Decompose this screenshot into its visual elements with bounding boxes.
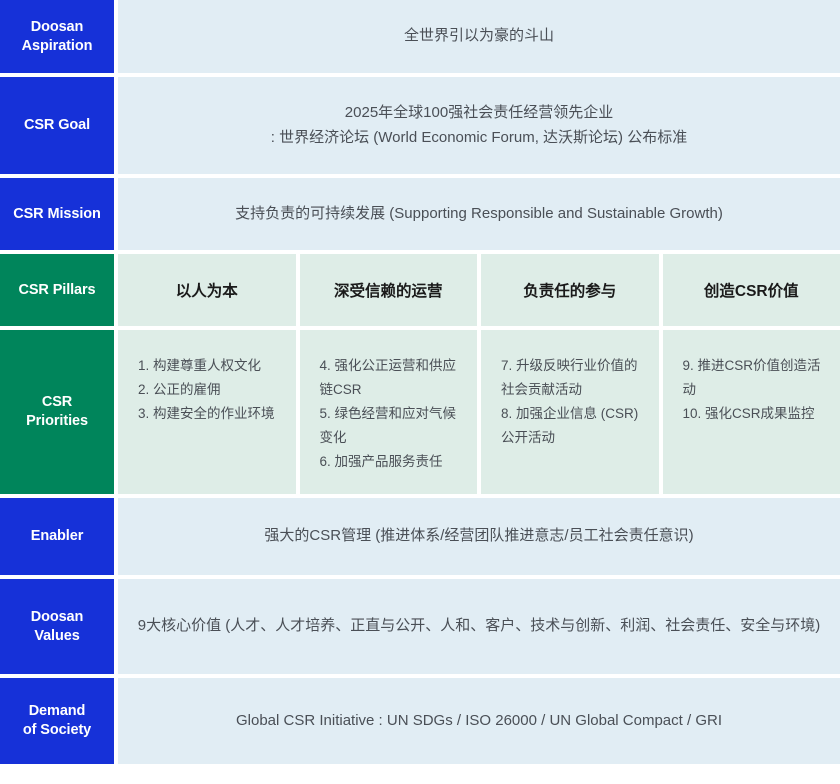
priority-column-3: 7. 升级反映行业价值的社会贡献活动 8. 加强企业信息 (CSR) 公开活动 [481,330,659,494]
priority-item: 9. 推进CSR价值创造活动 [682,358,821,398]
priority-list-4: 9. 推进CSR价值创造活动 10. 强化CSR成果监控 [683,354,823,426]
row-gutter [0,250,840,254]
column-gutter [114,254,118,326]
row-content-csr-goal: 2025年全球100强社会责任经营领先企业 : 世界经济论坛 (World Ec… [118,77,840,174]
row-csr-pillars: CSR Pillars 以人为本 深受信赖的运营 负责任的参与 创造CSR价值 [0,254,840,326]
row-doosan-values: Doosan Values 9大核心价值 (人才、人才培养、正直与公开、人和、客… [0,579,840,674]
row-label-enabler: Enabler [0,498,114,575]
pillar-column-3: 负责任的参与 [481,254,659,326]
priority-item: 7. 升级反映行业价值的社会贡献活动 [501,358,638,398]
column-gutter [658,254,663,326]
column-gutter [295,254,300,326]
column-gutter [114,678,118,764]
priority-item: 8. 加强企业信息 (CSR) 公开活动 [501,406,639,446]
column-gutter [295,330,300,494]
row-csr-mission: CSR Mission 支持负责的可持续发展 (Supporting Respo… [0,178,840,250]
priority-item: 2. 公正的雇佣 [138,382,221,398]
row-gutter [0,174,840,178]
column-gutter [477,254,481,326]
row-label-csr-mission: CSR Mission [0,178,114,250]
pillar-columns: 以人为本 深受信赖的运营 负责任的参与 创造CSR价值 [118,254,840,326]
pillar-column-1: 以人为本 [118,254,296,326]
row-label-csr-priorities: CSR Priorities [0,330,114,494]
column-gutter [114,498,118,575]
row-content-doosan-aspiration: 全世界引以为豪的斗山 [118,0,840,73]
row-content-csr-mission: 支持负责的可持续发展 (Supporting Responsible and S… [118,178,840,250]
row-demand-of-society: Demand of Society Global CSR Initiative … [0,678,840,764]
priority-item: 3. 构建安全的作业环境 [138,406,275,422]
row-gutter [0,73,840,77]
column-gutter [658,330,663,494]
priority-list-2: 4. 强化公正运营和供应链CSR 5. 绿色经营和应对气候变化 6. 加强产品服务责… [320,354,460,474]
row-content-enabler: 强大的CSR管理 (推进体系/经营团队推进意志/员工社会责任意识) [118,498,840,575]
row-label-doosan-aspiration: Doosan Aspiration [0,0,114,73]
row-gutter [0,674,840,678]
priority-column-2: 4. 强化公正运营和供应链CSR 5. 绿色经营和应对气候变化 6. 加强产品服务责… [299,330,477,494]
priority-list-1: 1. 构建尊重人权文化 2. 公正的雇佣 3. 构建安全的作业环境 [138,354,275,426]
row-csr-priorities: CSR Priorities 1. 构建尊重人权文化 2. 公正的雇佣 3. 构建安… [0,330,840,494]
row-enabler: Enabler 强大的CSR管理 (推进体系/经营团队推进意志/员工社会责任意识… [0,498,840,575]
priority-item: 5. 绿色经营和应对气候变化 [319,406,457,446]
priority-item: 10. 强化CSR成果监控 [682,406,815,422]
pillar-column-4: 创造CSR价值 [662,254,840,326]
column-gutter [114,178,118,250]
row-gutter [0,494,840,498]
pillar-column-2: 深受信赖的运营 [299,254,477,326]
priority-item: 6. 加强产品服务责任 [319,454,443,470]
row-doosan-aspiration: Doosan Aspiration 全世界引以为豪的斗山 [0,0,840,73]
priority-column-1: 1. 构建尊重人权文化 2. 公正的雇佣 3. 构建安全的作业环境 [118,330,296,494]
row-label-csr-goal: CSR Goal [0,77,114,174]
priority-list-3: 7. 升级反映行业价值的社会贡献活动 8. 加强企业信息 (CSR) 公开活动 [501,354,641,450]
column-gutter [477,330,481,494]
row-gutter [0,575,840,579]
priority-columns: 1. 构建尊重人权文化 2. 公正的雇佣 3. 构建安全的作业环境 4. 强化公正运… [118,330,840,494]
row-content-doosan-values: 9大核心价值 (人才、人才培养、正直与公开、人和、客户、技术与创新、利润、社会责… [118,579,840,674]
row-csr-goal: CSR Goal 2025年全球100强社会责任经营领先企业 : 世界经济论坛 … [0,77,840,174]
row-label-demand-of-society: Demand of Society [0,678,114,764]
column-gutter [114,0,118,73]
column-gutter [114,330,118,494]
column-gutter [114,77,118,174]
row-label-doosan-values: Doosan Values [0,579,114,674]
row-content-demand-of-society: Global CSR Initiative : UN SDGs / ISO 26… [118,678,840,764]
priority-item: 4. 强化公正运营和供应链CSR [319,358,457,398]
row-gutter [0,326,840,330]
column-gutter [114,579,118,674]
priority-item: 1. 构建尊重人权文化 [138,358,262,373]
priority-column-4: 9. 推进CSR价值创造活动 10. 强化CSR成果监控 [662,330,840,494]
row-label-csr-pillars: CSR Pillars [0,254,114,326]
